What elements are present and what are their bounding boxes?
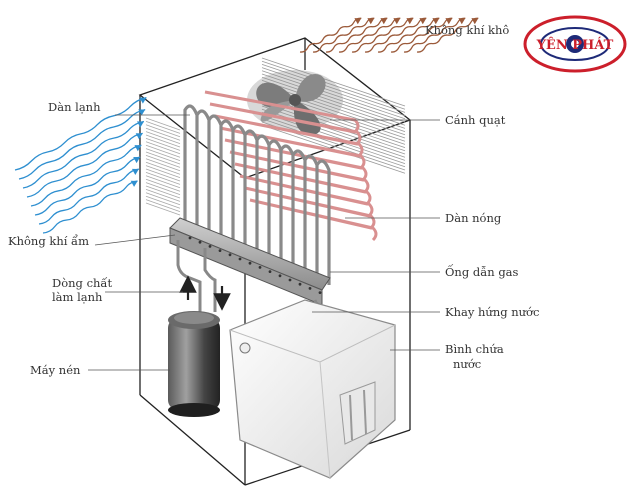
label-gas-pipe: Ống dẫn gas xyxy=(445,264,519,279)
brand-logo: YÊN PHÁT xyxy=(523,15,627,73)
side-grille xyxy=(145,117,181,216)
label-dry-air: Không khí khô xyxy=(425,23,509,37)
drip-tray xyxy=(169,217,331,306)
label-compressor: Máy nén xyxy=(30,363,81,377)
label-condenser: Dàn nóng xyxy=(445,211,502,225)
back-grille xyxy=(261,57,406,174)
water-tank xyxy=(229,299,396,479)
brand-logo-text: YÊN PHÁT xyxy=(536,37,614,53)
label-refrigerant-flow-2: làm lạnh xyxy=(52,290,103,304)
humid-air-arrows xyxy=(14,97,147,234)
label-evaporator: Dàn lạnh xyxy=(48,100,101,114)
label-humid-air: Không khí ẩm xyxy=(8,234,89,248)
flow-arrows xyxy=(179,275,231,311)
label-water-tank-2: nước xyxy=(453,357,481,371)
label-drip-tray: Khay hứng nước xyxy=(445,305,539,319)
label-water-tank-1: Bình chứa xyxy=(445,342,504,356)
dry-air-arrows xyxy=(299,17,479,53)
compressor xyxy=(168,311,220,417)
label-fan: Cánh quạt xyxy=(445,113,506,127)
leader-lines xyxy=(88,114,440,371)
label-refrigerant-flow-1: Dòng chất xyxy=(52,276,112,290)
